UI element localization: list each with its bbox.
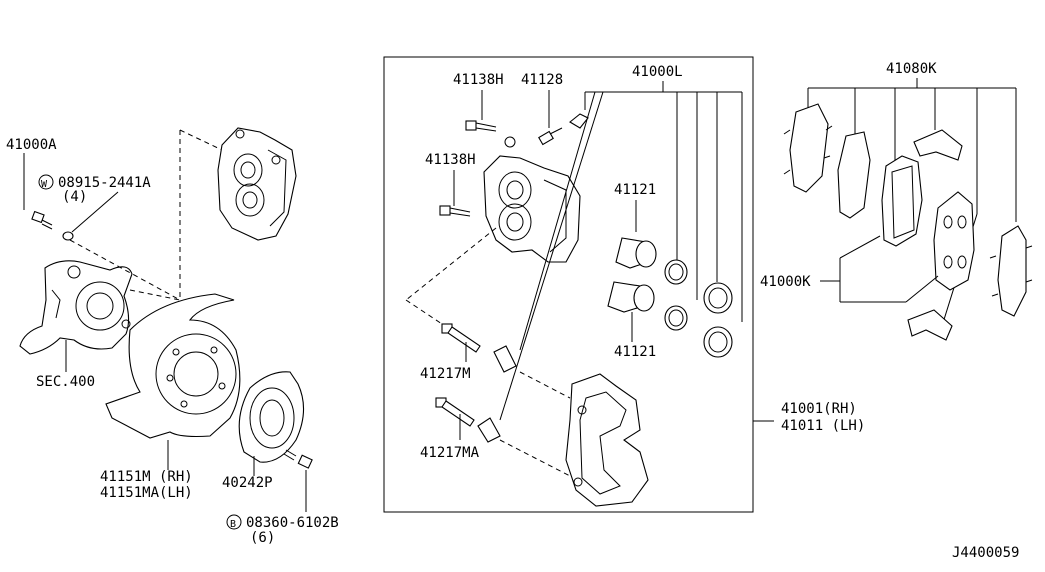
label-41151MA: 41151MA(LH) (100, 485, 193, 501)
brake-pad-2 (933, 191, 975, 291)
label-41121-bot: 41121 (614, 344, 656, 360)
bleeder-41128 (538, 127, 563, 146)
label-41217M: 41217M (420, 366, 471, 382)
boot-top (703, 282, 733, 314)
shim-1 (783, 103, 833, 193)
seal-bot (664, 305, 688, 331)
splash-shield (105, 293, 241, 439)
svg-text:W: W (41, 179, 48, 190)
bolt-symbol-icon (226, 514, 242, 530)
label-08915-qty: (4) (62, 189, 87, 205)
caliper-bracket (565, 373, 649, 507)
label-08915: 08915-2441A (58, 175, 151, 191)
label-41138H-mid: 41138H (425, 152, 476, 168)
pad-clip-bot (907, 309, 953, 341)
piston-41121-bot (607, 281, 655, 313)
plate-40242P (238, 371, 305, 463)
boot-bot (703, 326, 733, 358)
caliper-assembly-box (383, 56, 754, 513)
cap-41128 (569, 113, 589, 129)
boot-41217M (493, 345, 517, 373)
caliper-assembly-left (217, 127, 297, 241)
label-41011: 41011 (LH) (781, 418, 865, 434)
label-41151M: 41151M (RH) (100, 469, 193, 485)
label-41080K: 41080K (886, 61, 937, 77)
pad-clip-top (913, 129, 963, 161)
bolt-41138H-mid (439, 205, 471, 217)
steering-knuckle (19, 260, 133, 355)
svg-text:B: B (230, 519, 236, 530)
label-41001: 41001(RH) (781, 401, 857, 417)
label-41121-top: 41121 (614, 182, 656, 198)
seal-top (664, 259, 688, 285)
pin-41217M (441, 323, 481, 353)
bolt-41000A (31, 210, 53, 230)
label-41138H-top: 41138H (453, 72, 504, 88)
label-sec400: SEC.400 (36, 374, 95, 390)
label-40242P: 40242P (222, 475, 273, 491)
bolt-41138H-top (465, 120, 497, 132)
boot-41217MA (477, 417, 501, 443)
label-08360-qty: (6) (250, 530, 275, 546)
label-41000K: 41000K (760, 274, 811, 290)
label-41000L: 41000L (632, 64, 683, 80)
shim-2 (837, 131, 871, 219)
caliper-body (483, 136, 581, 263)
pin-41217MA (435, 397, 475, 427)
label-41000A: 41000A (6, 137, 57, 153)
brake-pad-1 (881, 155, 923, 247)
piston-41121-top (615, 237, 657, 269)
bolt-08360 (283, 449, 313, 469)
washer-symbol-icon (38, 174, 54, 190)
label-08360: 08360-6102B (246, 515, 339, 531)
diagram-code: J4400059 (952, 545, 1019, 561)
washer-08915 (62, 231, 74, 241)
label-41128: 41128 (521, 72, 563, 88)
label-41217MA: 41217MA (420, 445, 480, 461)
shim-4 (989, 225, 1033, 317)
